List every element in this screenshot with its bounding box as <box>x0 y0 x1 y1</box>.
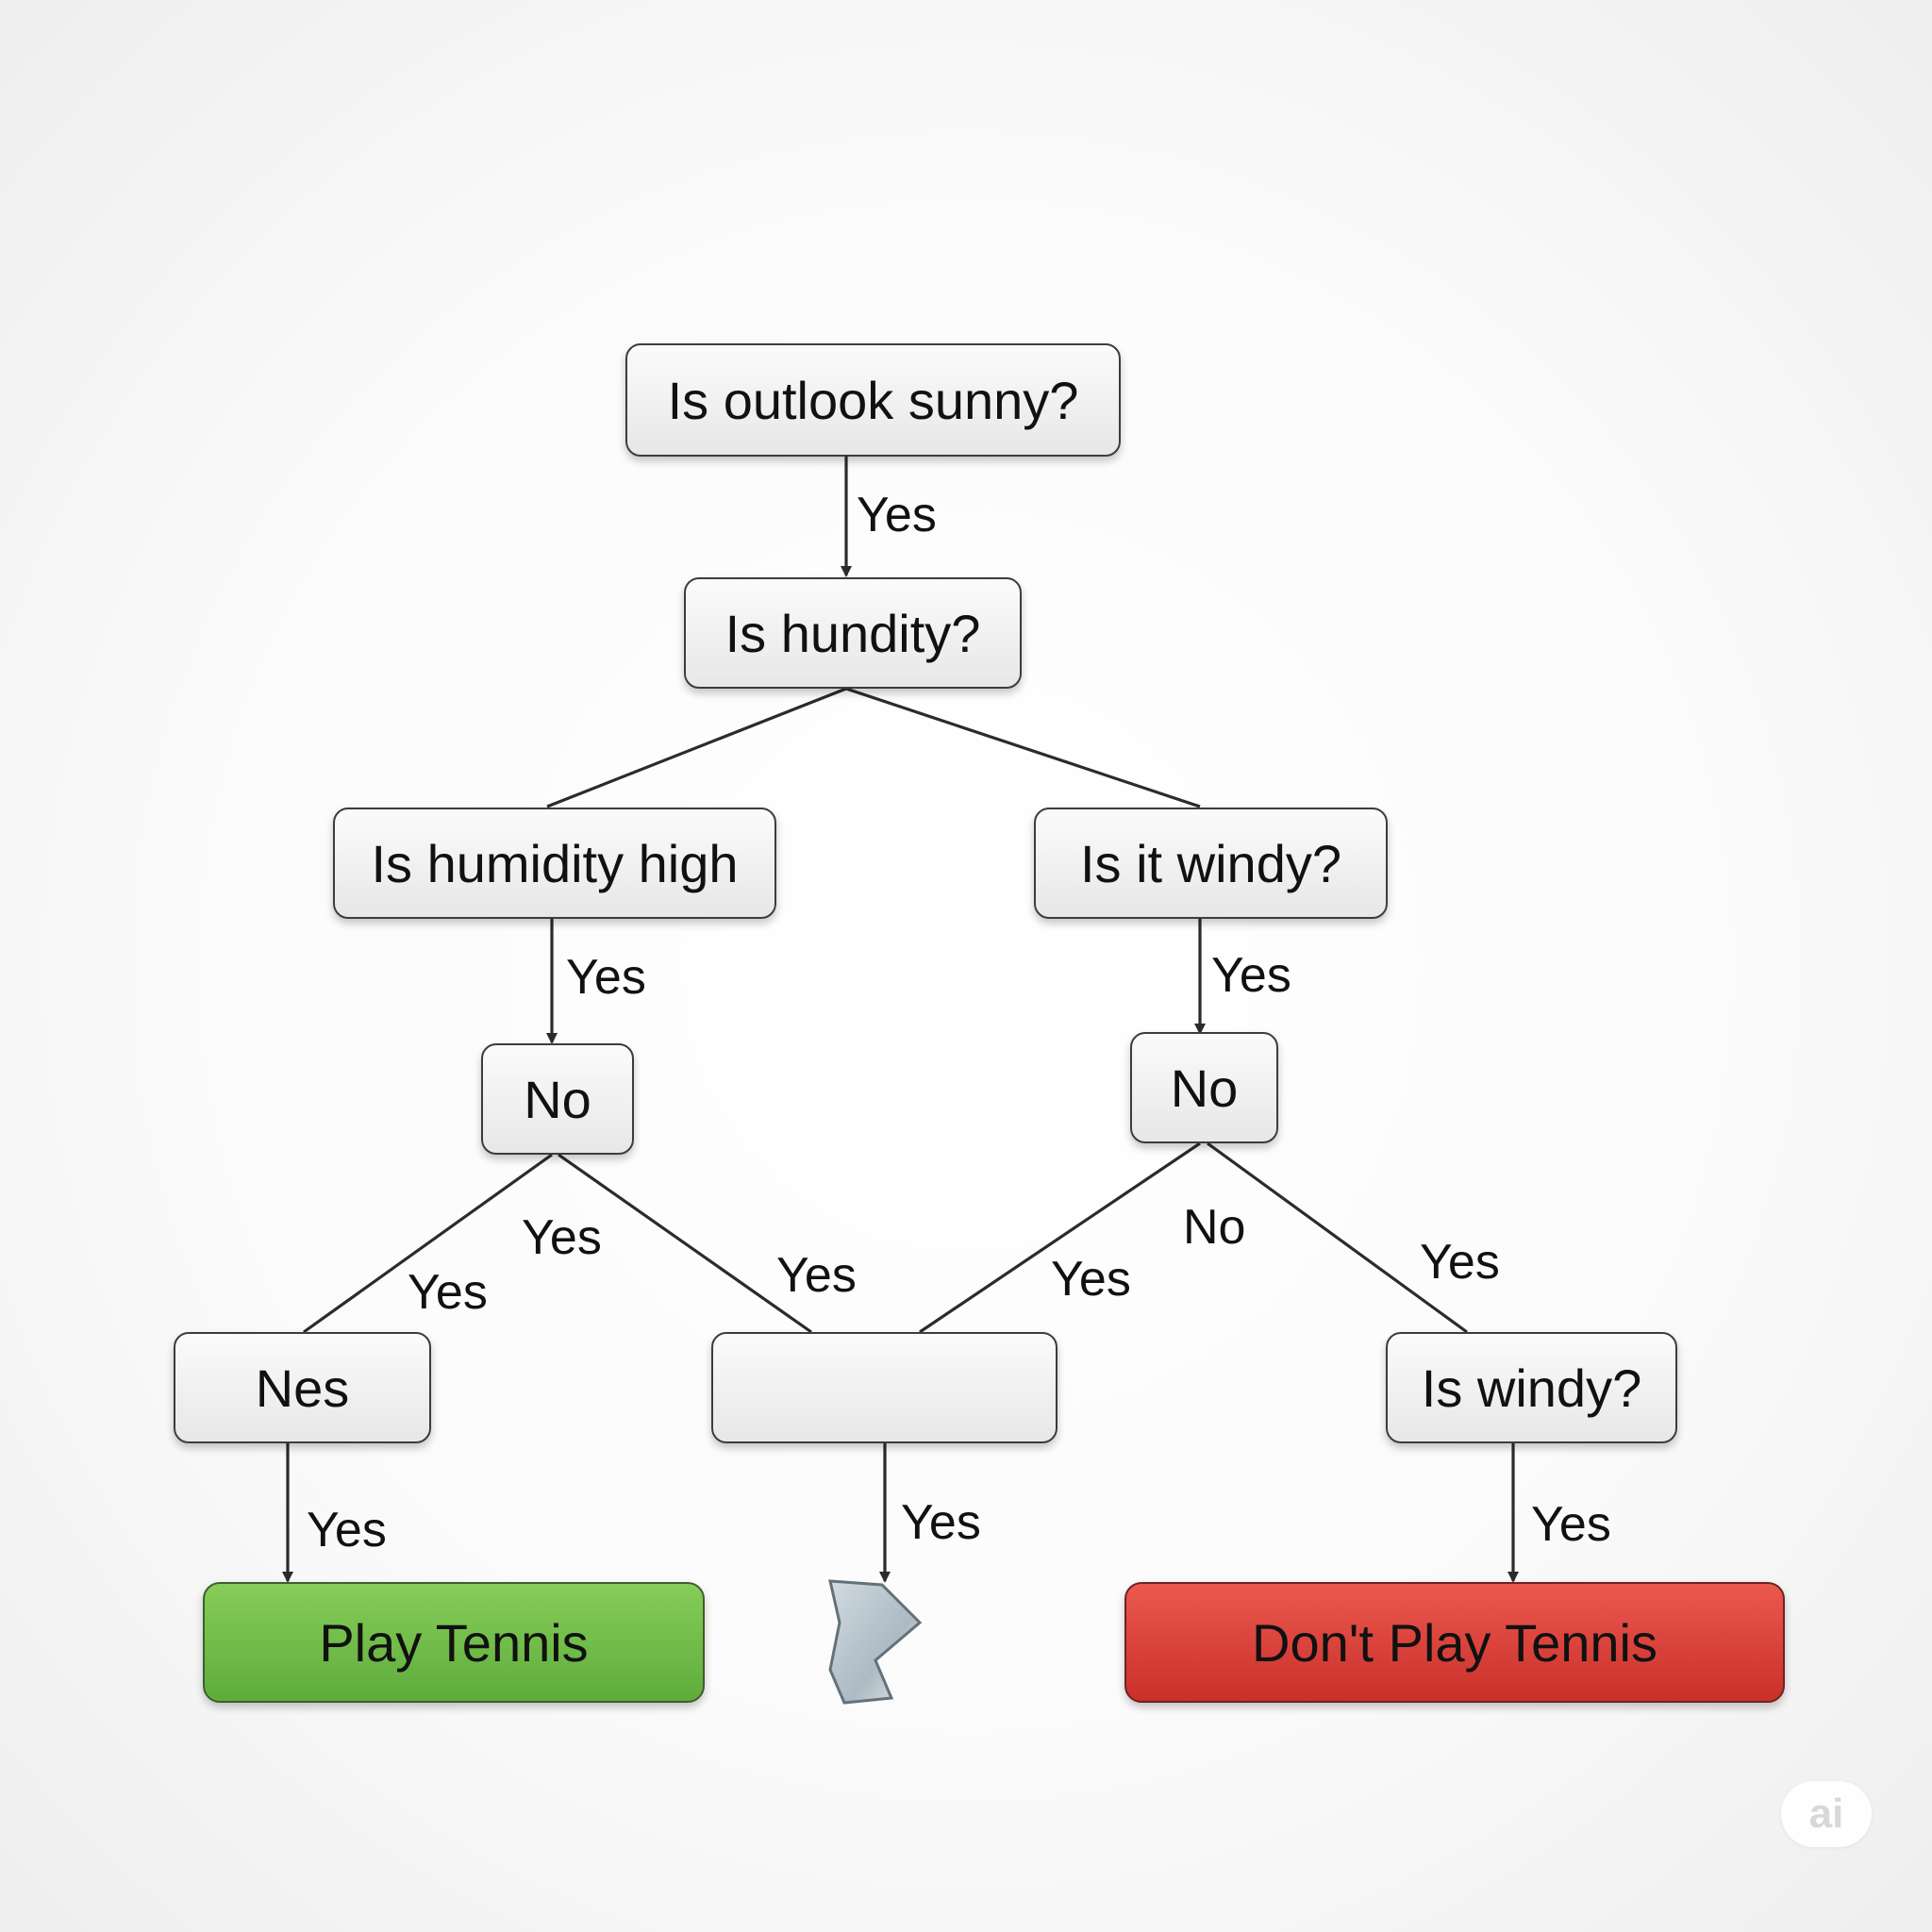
edge-label-nes-yes: Yes <box>307 1503 387 1557</box>
humidity-high-node: Is humidity high <box>333 808 776 919</box>
edge-label-root-yes: Yes <box>857 488 937 542</box>
edge-label-no-right-a: Yes <box>1051 1252 1131 1307</box>
is-windy-node: Is windy? <box>1386 1332 1677 1443</box>
edge-label-no-right-c: Yes <box>1420 1235 1500 1290</box>
edge-label-dont-yes: Yes <box>1531 1497 1611 1552</box>
humidity-question-node: Is hundity? <box>684 577 1022 689</box>
right-no-node: No <box>1130 1032 1278 1143</box>
left-no-node: No <box>481 1043 634 1155</box>
blank-node <box>711 1332 1058 1443</box>
edge-label-blank-yes: Yes <box>901 1495 981 1550</box>
root-question-node: Is outlook sunny? <box>625 343 1121 457</box>
ai-watermark-text: ai <box>1808 1790 1844 1837</box>
ai-watermark-badge: ai <box>1781 1781 1872 1847</box>
windy-question-node: Is it windy? <box>1034 808 1388 919</box>
dont-play-tennis-node: Don't Play Tennis <box>1124 1582 1785 1703</box>
edge-label-no-left-b: Yes <box>408 1265 488 1320</box>
edge-no-to-blank-right <box>919 1141 1201 1334</box>
edge-humidity-to-high <box>546 687 847 808</box>
edge-label-no-left-a: Yes <box>522 1210 602 1265</box>
edge-humidity-to-windy <box>845 687 1201 808</box>
edge-no-to-nes <box>303 1153 553 1334</box>
edge-label-high-yes: Yes <box>566 950 646 1005</box>
edge-label-no-left-c: Yes <box>776 1248 857 1303</box>
edge-label-no-right-b: No <box>1183 1200 1246 1255</box>
folded-shape-icon <box>828 1579 923 1705</box>
edge-label-windy-yes: Yes <box>1211 948 1291 1003</box>
edge-no-to-blank <box>558 1153 812 1334</box>
nes-node: Nes <box>174 1332 431 1443</box>
edge-no-to-is-windy <box>1207 1141 1468 1334</box>
play-tennis-node: Play Tennis <box>203 1582 705 1703</box>
